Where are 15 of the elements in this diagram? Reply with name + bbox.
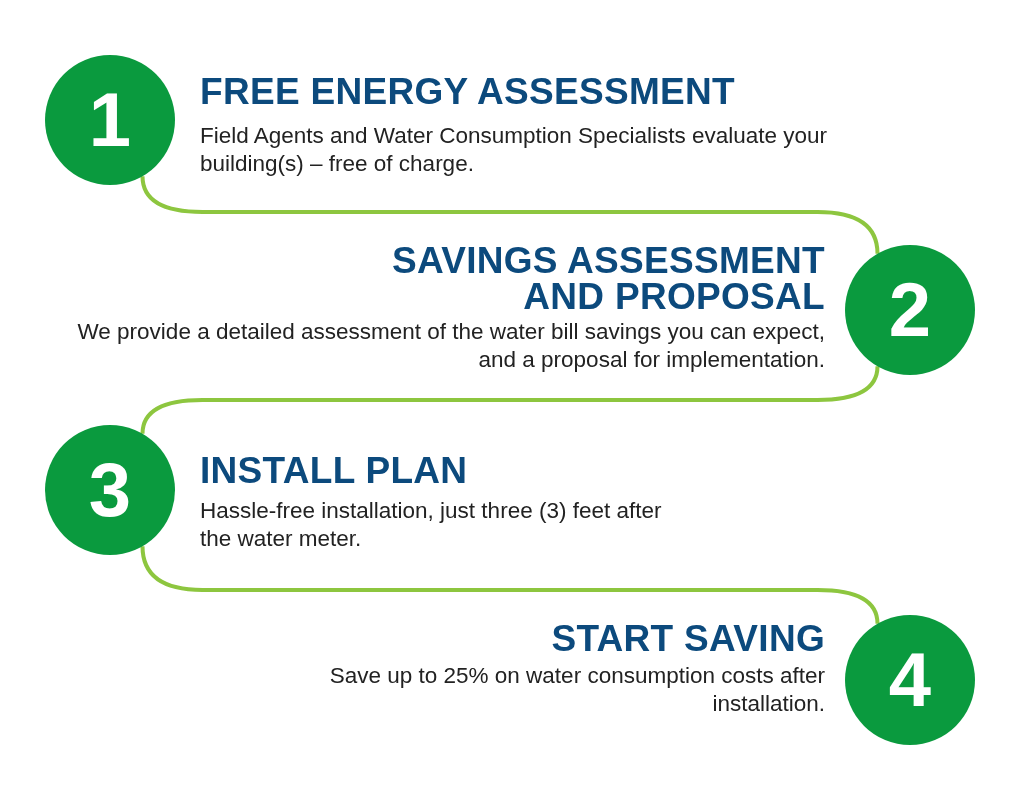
step-number: 4 — [888, 642, 932, 718]
step-description: We provide a detailed assessment of the water bill savings you can expect, and a proposal for implementation. — [76, 318, 825, 374]
step-description: Save up to 25% on water consumption costs after installation. — [328, 662, 825, 718]
step-number: 3 — [88, 452, 132, 528]
step-heading: START SAVING — [550, 621, 825, 657]
step-heading: SAVINGS ASSESSMENT AND PROPOSAL — [390, 243, 825, 315]
step-heading: INSTALL PLAN — [200, 453, 469, 489]
step-description: Hassle-free installation, just three (3) feet after the water meter. — [200, 497, 663, 553]
connector-line — [140, 546, 880, 624]
step-description: Field Agents and Water Consumption Specialists evaluate your building(s) – free of charge. — [200, 122, 828, 178]
step-number: 1 — [88, 82, 132, 158]
step-heading: FREE ENERGY ASSESSMENT — [200, 74, 736, 110]
step-number: 2 — [888, 272, 932, 348]
connector-line — [140, 176, 880, 254]
connector-line — [140, 366, 880, 434]
